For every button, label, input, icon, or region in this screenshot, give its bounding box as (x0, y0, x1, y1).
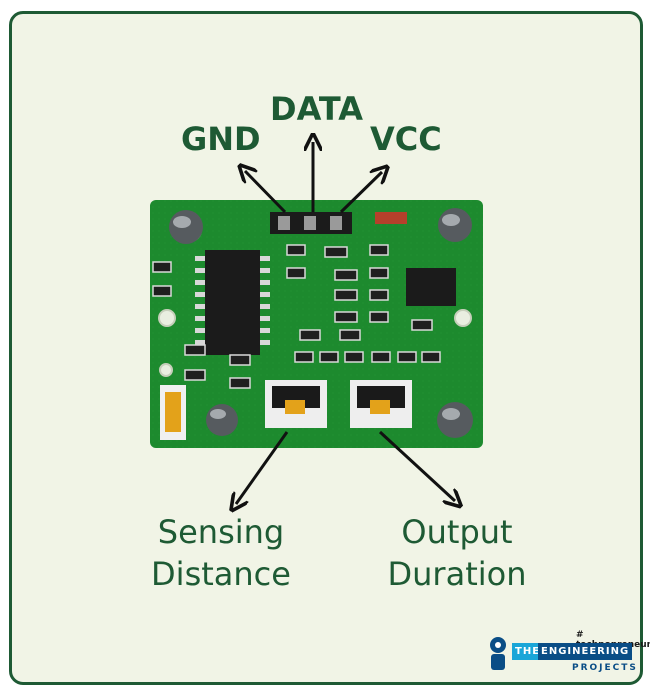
mounting-hole (158, 309, 176, 327)
vcc-label: VCC (370, 120, 442, 158)
sensing-line2: Distance (151, 555, 291, 593)
capacitor (438, 208, 472, 242)
capacitor (169, 210, 203, 244)
diode (375, 212, 407, 224)
mounting-hole (454, 309, 472, 327)
voltage-regulator (406, 268, 456, 306)
logo-the: THE (512, 643, 544, 660)
output-duration-potentiometer (350, 380, 412, 428)
smd-components (152, 244, 441, 389)
pcb-board (150, 200, 483, 448)
header-pins (270, 212, 352, 234)
capacitor (437, 402, 473, 438)
output-duration-label: Output Duration (382, 511, 532, 595)
sensing-line1: Sensing (157, 513, 285, 551)
logo-engineering: ENGINEERING (538, 643, 633, 660)
data-label: DATA (270, 90, 363, 128)
sensing-arrow (236, 431, 289, 504)
gnd-label: GND (181, 120, 261, 158)
gnd-arrow (245, 171, 287, 214)
output-line1: Output (401, 513, 513, 551)
logo-mascot-icon (490, 637, 506, 670)
sensing-distance-label: Sensing Distance (146, 511, 296, 595)
sensing-distance-potentiometer (265, 380, 327, 428)
output-line2: Duration (387, 555, 527, 593)
mounting-hole (159, 363, 173, 377)
vcc-arrow (339, 172, 382, 214)
logo-projects: PROJECTS (572, 663, 638, 673)
ic-chip (195, 250, 270, 355)
capacitor (206, 404, 238, 436)
output-arrow (378, 430, 455, 501)
jumper (160, 385, 186, 440)
